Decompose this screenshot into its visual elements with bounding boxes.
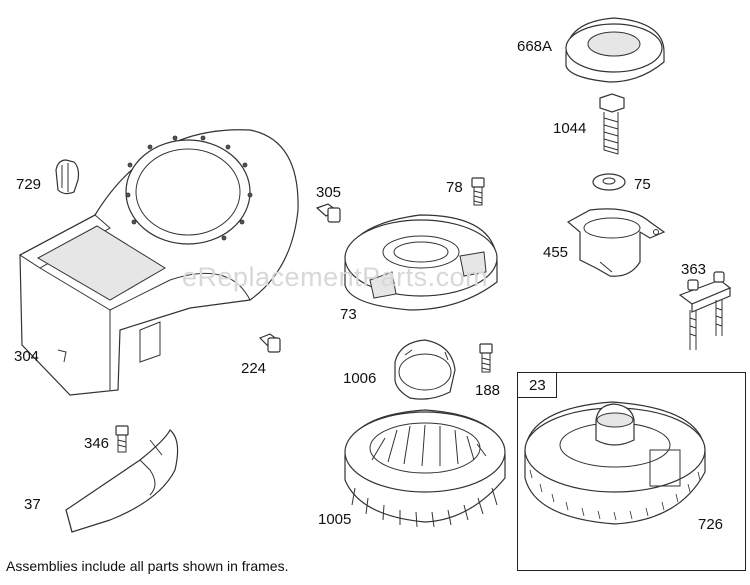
part-label-1044[interactable]: 1044 — [553, 120, 587, 137]
part-label-1005[interactable]: 1005 — [318, 511, 352, 528]
flywheel-fan-1005 — [345, 410, 505, 527]
ring-668A — [566, 18, 664, 82]
flywheel-726 — [525, 402, 705, 524]
washer-75 — [593, 174, 625, 190]
rotating-screen-73 — [345, 215, 497, 310]
screw-305 — [317, 204, 340, 222]
blower-housing-304 — [20, 130, 298, 395]
watermark: eReplacementParts.com — [182, 262, 489, 292]
part-label-188[interactable]: 188 — [475, 382, 501, 399]
part-label-346[interactable]: 346 — [84, 435, 110, 452]
grommet-729 — [56, 160, 79, 194]
bolt-1044 — [600, 94, 624, 154]
part-label-78[interactable]: 78 — [446, 179, 463, 196]
part-label-729[interactable]: 729 — [16, 176, 42, 193]
screw-346 — [116, 426, 128, 452]
part-label-363[interactable]: 363 — [681, 261, 707, 278]
part-label-726[interactable]: 726 — [698, 516, 724, 533]
screw-224 — [260, 334, 280, 352]
part-label-73[interactable]: 73 — [340, 306, 357, 323]
part-label-668A[interactable]: 668A — [517, 38, 553, 55]
part-label-75[interactable]: 75 — [634, 176, 651, 193]
part-label-224[interactable]: 224 — [241, 360, 267, 377]
part-label-37[interactable]: 37 — [24, 496, 41, 513]
assembly-frame-label: 23 — [529, 377, 546, 394]
assembly-frame-tab — [517, 372, 557, 398]
footnote: Assemblies include all parts shown in fr… — [6, 558, 289, 574]
part-label-1006[interactable]: 1006 — [343, 370, 377, 387]
bracket-455 — [568, 209, 664, 276]
part-label-305[interactable]: 305 — [316, 184, 342, 201]
air-guide-37 — [66, 430, 178, 532]
assembly-frame — [517, 372, 746, 571]
screw-188 — [480, 344, 492, 372]
screw-78 — [472, 178, 484, 205]
ring-1006 — [395, 340, 455, 399]
mount-363 — [680, 272, 730, 350]
part-label-304[interactable]: 304 — [14, 348, 40, 365]
part-label-455[interactable]: 455 — [543, 244, 569, 261]
